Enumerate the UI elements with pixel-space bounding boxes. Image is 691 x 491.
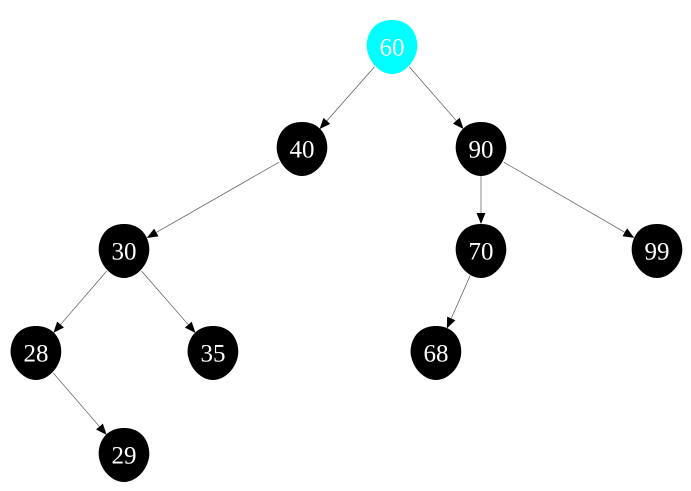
tree-node-60: 60 [366,20,418,74]
arrow-head-icon [476,213,486,224]
edge-30-35 [141,270,196,333]
node-label: 28 [24,341,49,368]
arrow-head-icon [53,321,64,333]
node-label: 99 [645,239,670,266]
tree-node-99: 99 [631,224,683,278]
nodes-layer: 60 40 90 30 70 99 28 35 68 29 [10,20,683,482]
tree-node-28: 28 [10,326,62,380]
edge-90-99 [503,161,635,238]
node-shape [98,428,150,482]
tree-node-70: 70 [455,224,507,278]
node-shape [455,224,507,278]
edge-30-28 [53,270,107,333]
arrow-head-icon [452,117,464,129]
arrow-head-icon [319,117,331,130]
edge-90-70 [476,176,486,224]
arrow-head-icon [622,228,635,238]
node-label: 40 [290,137,315,164]
tree-node-30: 30 [98,224,150,278]
node-label: 30 [112,239,137,266]
edge-60-40 [319,66,375,130]
node-shape [10,326,62,380]
node-shape [410,326,462,380]
edge-line [156,161,280,233]
node-label: 70 [469,239,494,266]
tree-node-68: 68 [410,326,462,380]
tree-node-90: 90 [455,122,507,176]
edge-60-90 [409,66,464,129]
edge-40-30 [146,161,280,238]
edge-line [326,66,375,122]
edge-28-29 [53,372,107,435]
edge-line [60,270,107,325]
tree-node-35: 35 [187,326,239,380]
arrow-head-icon [446,316,456,329]
node-label: 68 [424,341,449,368]
edge-line [141,270,189,325]
node-shape [187,326,239,380]
node-label: 29 [112,443,137,470]
node-shape [631,224,683,278]
edge-line [53,372,100,427]
edge-line [409,66,457,121]
arrow-head-icon [184,321,196,333]
tree-node-29: 29 [98,428,150,482]
edge-line [503,161,625,233]
edge-70-68 [446,275,471,329]
node-shape [98,224,150,278]
node-label: 35 [201,341,226,368]
tree-node-40: 40 [276,122,328,176]
node-shape [455,122,507,176]
node-label: 90 [469,137,494,164]
edge-line [450,275,471,319]
edges-layer [53,66,635,435]
root-node-shape [366,20,418,74]
arrow-head-icon [146,228,159,238]
arrow-head-icon [96,423,107,435]
node-shape [276,122,328,176]
node-label: 60 [380,35,405,62]
